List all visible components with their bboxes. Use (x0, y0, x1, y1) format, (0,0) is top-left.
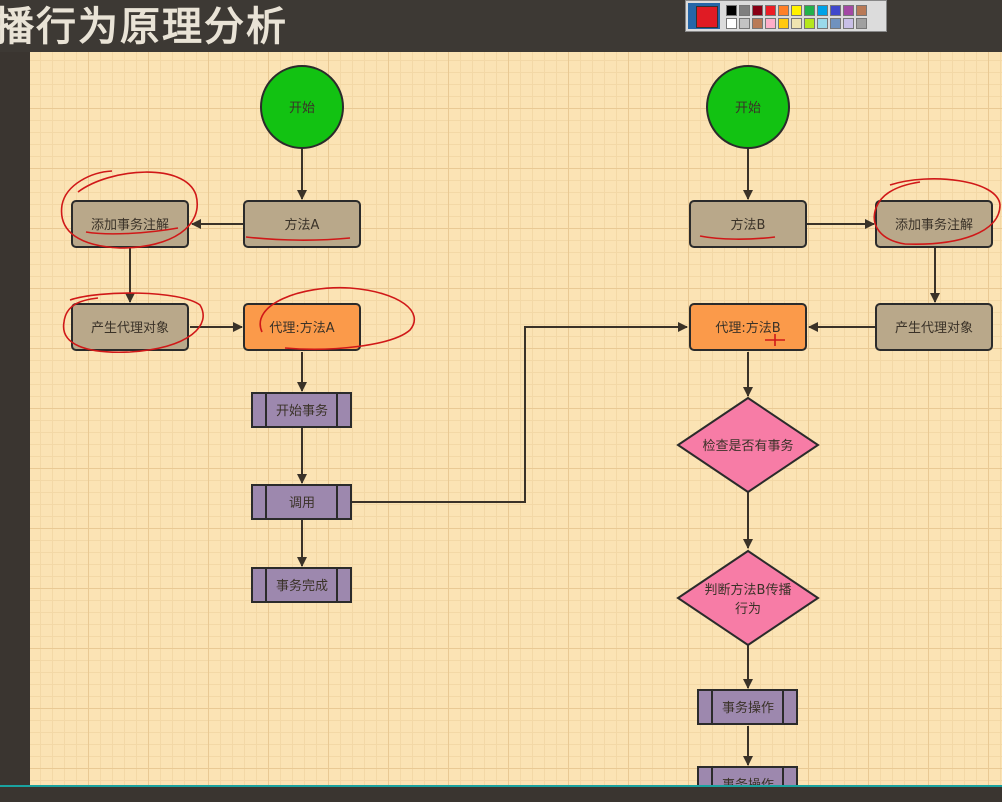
tx-complete-node[interactable]: 事务完成 (251, 567, 352, 603)
connectors (125, 148, 940, 766)
method-b-node[interactable]: 方法B (689, 200, 807, 248)
palette-swatch[interactable] (765, 18, 776, 29)
proxy-method-b-node[interactable]: 代理:方法B (689, 303, 807, 351)
palette-swatch[interactable] (752, 18, 763, 29)
diagram-canvas (30, 52, 1002, 785)
current-color-swatch[interactable] (688, 3, 720, 29)
proxy-method-b-label: 代理:方法B (715, 320, 780, 336)
invoke-node[interactable]: 调用 (251, 484, 352, 520)
palette-swatch[interactable] (843, 18, 854, 29)
bottom-strip (0, 785, 1002, 802)
palette-swatch[interactable] (791, 5, 802, 16)
invoke-label: 调用 (289, 496, 315, 511)
page-title: 播行为原理分析 (0, 4, 288, 50)
palette-swatch[interactable] (752, 5, 763, 16)
circle-proxy-left (62, 292, 204, 354)
tx-op-label-1: 事务操作 (722, 700, 774, 716)
palette-swatch[interactable] (778, 18, 789, 29)
circle-proxy-a (259, 286, 416, 350)
proxy-object-node-right[interactable]: 产生代理对象 (875, 303, 993, 351)
palette-swatch[interactable] (856, 5, 867, 16)
proxy-object-node-left[interactable]: 产生代理对象 (71, 303, 189, 351)
proxy-method-a-node[interactable]: 代理:方法A (243, 303, 361, 351)
palette-swatch[interactable] (830, 18, 841, 29)
proxy-method-a-label: 代理:方法A (269, 320, 334, 336)
annotation-node-right[interactable]: 添加事务注解 (875, 200, 993, 248)
judge-label-line2: 行为 (735, 602, 761, 617)
method-a-label: 方法A (285, 217, 320, 233)
proxy-object-label-left: 产生代理对象 (91, 321, 169, 336)
start-label-left: 开始 (289, 101, 315, 116)
palette-swatch[interactable] (778, 5, 789, 16)
foreground-color[interactable] (696, 6, 718, 28)
palette-swatch[interactable] (856, 18, 867, 29)
circle-annotation-left (60, 170, 198, 249)
start-node-right[interactable]: 开始 (706, 65, 790, 149)
tx-op-node-2[interactable]: 事务操作 (697, 766, 798, 801)
start-label-right: 开始 (735, 101, 761, 116)
check-tx-decision[interactable]: 检查是否有事务 (676, 396, 820, 494)
tx-op-label-2: 事务操作 (722, 777, 774, 793)
start-node-left[interactable]: 开始 (260, 65, 344, 149)
judge-propagation-decision[interactable]: 判断方法B传播 行为 (676, 549, 820, 647)
underline-method-b (699, 235, 776, 240)
palette-swatch[interactable] (817, 18, 828, 29)
underline-method-a (245, 236, 351, 241)
annotation-node-left[interactable]: 添加事务注解 (71, 200, 189, 248)
judge-label-line1: 判断方法B传播 (705, 582, 792, 598)
palette-swatch[interactable] (739, 5, 750, 16)
palette-swatch[interactable] (726, 18, 737, 29)
palette-swatch[interactable] (843, 5, 854, 16)
begin-tx-node[interactable]: 开始事务 (251, 392, 352, 428)
begin-tx-label: 开始事务 (276, 403, 328, 419)
proxy-object-label-right: 产生代理对象 (895, 321, 973, 336)
circle-annotation-right (873, 178, 1001, 245)
palette-swatch[interactable] (804, 18, 815, 29)
left-border (0, 52, 30, 802)
annotation-label-left: 添加事务注解 (91, 217, 169, 233)
check-tx-label: 检查是否有事务 (702, 438, 793, 454)
hand-annotations (60, 170, 1001, 354)
palette-swatch[interactable] (765, 5, 776, 16)
method-a-node[interactable]: 方法A (243, 200, 361, 248)
underline-annotation-left (85, 227, 179, 235)
palette-swatch[interactable] (830, 5, 841, 16)
annotation-label-right: 添加事务注解 (895, 217, 973, 233)
cursor-mark (765, 334, 785, 346)
palette-swatch[interactable] (804, 5, 815, 16)
tx-complete-label: 事务完成 (276, 578, 328, 594)
method-b-label: 方法B (731, 217, 766, 233)
palette-swatch[interactable] (817, 5, 828, 16)
palette-swatch[interactable] (791, 18, 802, 29)
palette-swatch[interactable] (739, 18, 750, 29)
palette-swatch[interactable] (726, 5, 737, 16)
edge-invoke-to-proxyB (352, 322, 688, 503)
color-palette[interactable] (685, 0, 887, 32)
tx-op-node-1[interactable]: 事务操作 (697, 689, 798, 725)
